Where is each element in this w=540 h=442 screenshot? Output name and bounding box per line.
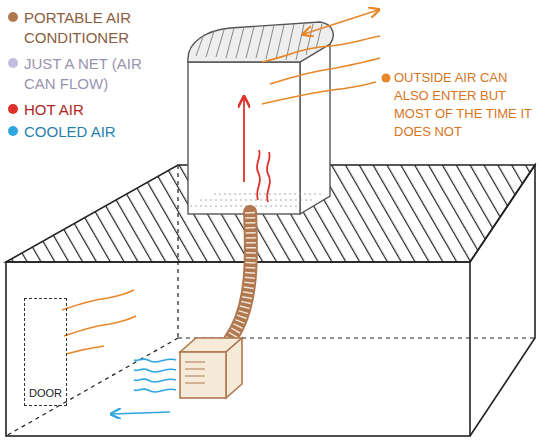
legend-swatch — [8, 58, 18, 68]
cooled-air — [112, 359, 176, 414]
legend-item: PORTABLE AIR CONDITIONER — [8, 8, 152, 48]
legend-item: JUST A NET (AIR CAN FLOW) — [8, 54, 152, 94]
net-enclosure — [188, 22, 333, 214]
legend-swatch — [8, 12, 18, 22]
node-label: DOOR — [29, 387, 62, 399]
legend-item: HOT AIR — [8, 100, 152, 120]
legend-text: PORTABLE AIR CONDITIONER — [24, 8, 152, 48]
legend-swatch — [8, 126, 18, 136]
legend-swatch — [8, 104, 18, 114]
exhaust-hose — [226, 212, 251, 352]
hidden-edges — [6, 165, 535, 436]
annotation-note: OUTSIDE AIR CAN ALSO ENTER BUT MOST OF T… — [394, 69, 536, 141]
legend-text: HOT AIR — [24, 100, 152, 120]
hot-air — [244, 98, 270, 202]
legend-text: JUST A NET (AIR CAN FLOW) — [24, 54, 152, 94]
legend-text: COOLED AIR — [24, 122, 152, 142]
door: DOOR — [24, 298, 67, 406]
legend-item: COOLED AIR — [8, 122, 152, 142]
air-conditioner — [180, 338, 242, 398]
room-walls — [6, 165, 535, 436]
